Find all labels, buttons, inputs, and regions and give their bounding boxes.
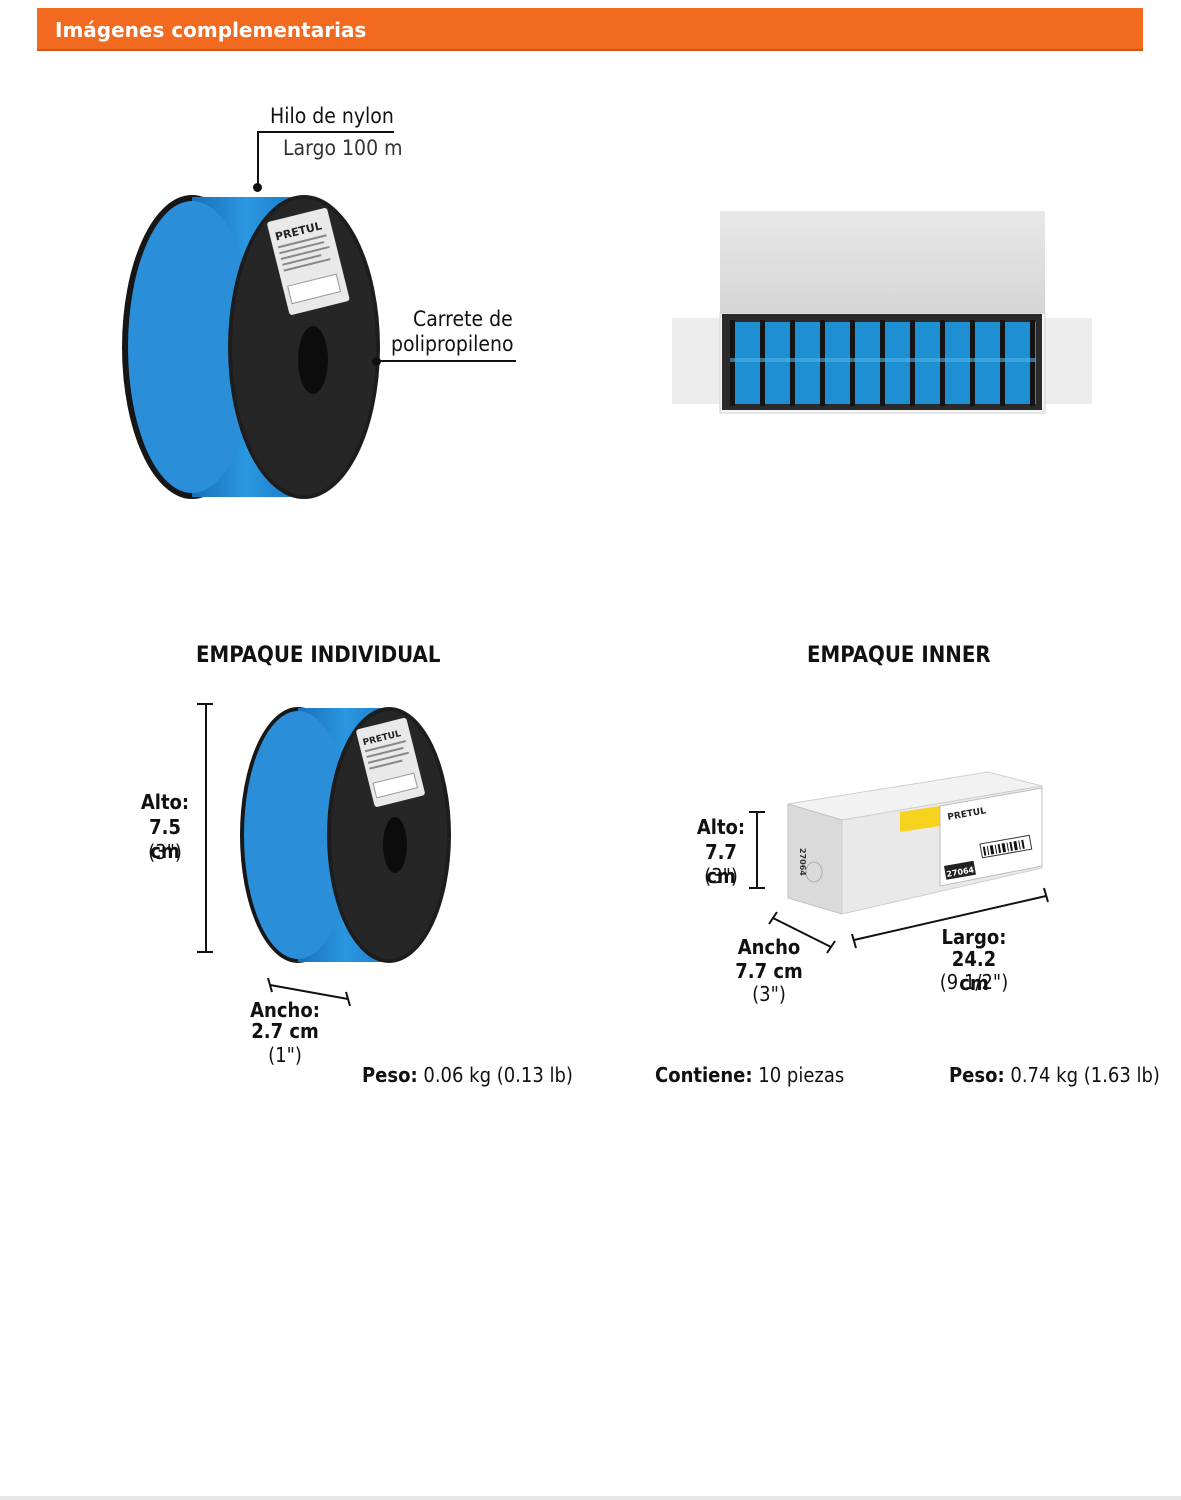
inner-peso-value: 0.74 kg (1.63 lb) <box>1010 1063 1160 1087</box>
inner-contiene-value: 10 piezas <box>758 1063 845 1087</box>
nylon-callout-title: Hilo de nylon <box>270 104 394 128</box>
inner-ancho-cm: 7.7 cm <box>735 959 803 983</box>
individual-alto-cap-bottom <box>197 951 213 953</box>
nylon-callout-leader <box>257 131 259 187</box>
nylon-callout-line <box>257 131 394 133</box>
individual-heading: EMPAQUE INDIVIDUAL <box>196 643 441 668</box>
individual-ancho-bar <box>267 977 351 1007</box>
individual-ancho-cm: 2.7 cm <box>251 1019 319 1043</box>
reel-callout-line1: Carrete de <box>413 307 513 331</box>
inner-contiene-label: Contiene: <box>655 1063 753 1087</box>
inner-contiene: Contiene: 10 piezas <box>655 1063 844 1087</box>
individual-peso: Peso: 0.06 kg (0.13 lb) <box>362 1063 573 1087</box>
inner-box-image: PRETUL 27064 27064 <box>787 771 1043 915</box>
nylon-callout-length: Largo 100 m <box>283 136 403 160</box>
inner-largo-label: Largo: <box>941 925 1007 949</box>
individual-reel-image: PRETUL <box>240 707 451 963</box>
inner-alto-bar <box>756 811 758 889</box>
individual-peso-label: Peso: <box>362 1063 418 1087</box>
inner-heading: EMPAQUE INNER <box>807 643 991 668</box>
inner-largo-in: (9 1/2") <box>939 970 1009 994</box>
nylon-callout-dot <box>253 183 262 192</box>
inner-alto-cap-top <box>749 811 765 813</box>
inner-largo-bar <box>851 887 1049 949</box>
inner-ancho-bar <box>768 911 836 954</box>
individual-ancho-in: (1") <box>268 1043 302 1067</box>
section-banner: Imágenes complementarias <box>37 8 1143 51</box>
inner-ancho-label: Ancho <box>737 935 801 959</box>
nylon-reel-image: PRETUL <box>122 195 380 499</box>
individual-alto-in: (3") <box>148 840 182 864</box>
open-box-image <box>672 211 1092 414</box>
reel-callout-line <box>376 360 516 362</box>
reel-callout-dot <box>372 357 381 366</box>
reel-callout-line2: polipropileno <box>391 332 514 356</box>
individual-alto-cm: 7.5 cm <box>149 815 181 863</box>
inner-largo-cm: 24.2 cm <box>951 947 997 995</box>
inner-ancho-in: (3") <box>752 982 786 1006</box>
inner-box-side-code: 27064 <box>798 848 807 876</box>
section-title: Imágenes complementarias <box>55 18 367 42</box>
inner-alto-label: Alto: <box>696 815 746 839</box>
individual-alto-label: Alto: <box>140 790 190 814</box>
inner-alto-in: (3") <box>704 864 738 888</box>
individual-ancho-label: Ancho: <box>250 998 320 1022</box>
individual-alto-bar <box>205 703 207 953</box>
individual-peso-value: 0.06 kg (0.13 lb) <box>423 1063 573 1087</box>
inner-peso-label: Peso: <box>949 1063 1005 1087</box>
individual-alto-cap-top <box>197 703 213 705</box>
inner-peso: Peso: 0.74 kg (1.63 lb) <box>949 1063 1160 1087</box>
inner-alto-cm: 7.7 cm <box>705 840 737 888</box>
inner-alto-cap-bottom <box>749 887 765 889</box>
page-bottom-rule <box>0 1496 1181 1500</box>
